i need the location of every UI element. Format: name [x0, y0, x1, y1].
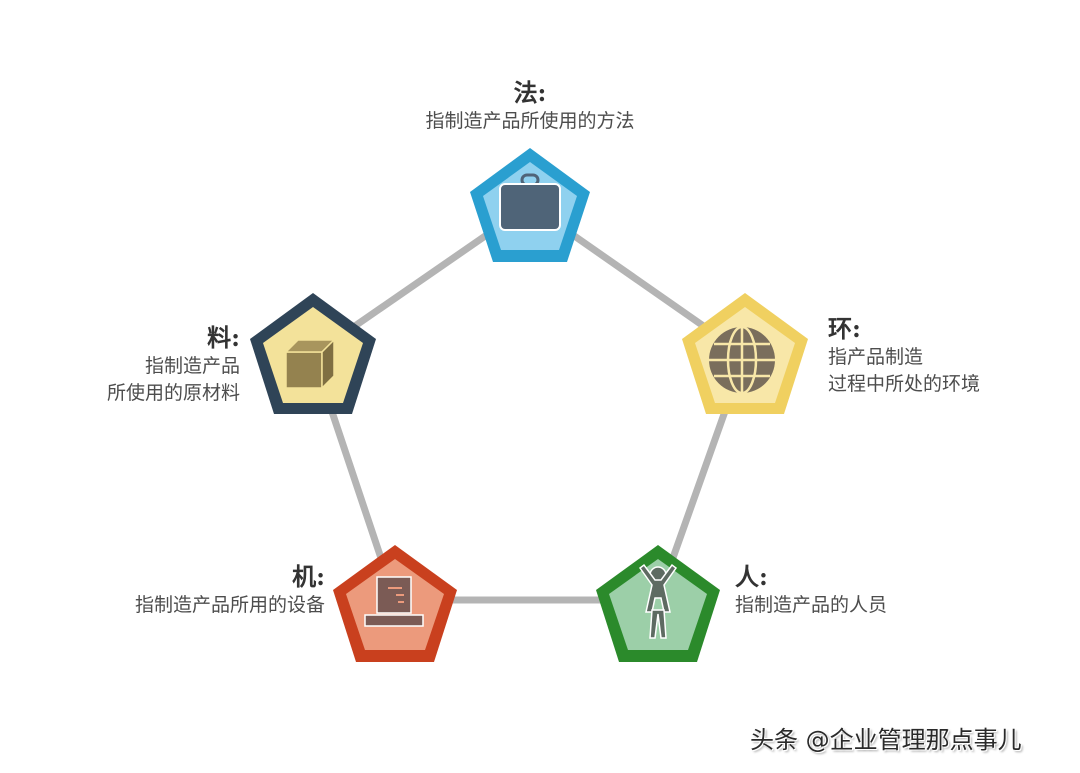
node-ren — [596, 545, 720, 662]
label-huan: 环: 指产品制造 过程中所处的环境 — [828, 314, 1068, 398]
label-huan-desc-1: 指产品制造 — [828, 346, 924, 368]
node-ji — [333, 545, 457, 662]
label-fa-title: 法: — [513, 78, 547, 107]
label-fa-desc: 指制造产品所使用的方法 — [425, 110, 635, 132]
box-icon — [284, 338, 336, 390]
label-ji-desc: 指制造产品所用的设备 — [134, 594, 325, 616]
label-huan-title: 环: — [828, 314, 861, 343]
label-ren-title: 人: — [735, 562, 768, 591]
label-ren: 人: 指制造产品的人员 — [735, 562, 995, 619]
globe-icon — [709, 325, 775, 395]
person-icon — [638, 563, 678, 639]
label-liao: 料: 指制造产品 所使用的原材料 — [20, 323, 240, 407]
connector-lines — [309, 201, 749, 604]
label-ren-desc: 指制造产品的人员 — [735, 594, 888, 616]
label-liao-desc-1: 指制造产品 — [144, 355, 240, 377]
label-liao-desc-2: 所使用的原材料 — [106, 382, 240, 404]
label-liao-title: 料: — [207, 323, 240, 352]
label-ji-title: 机: — [292, 562, 325, 591]
node-liao — [250, 293, 376, 414]
label-fa: 法: 指制造产品所使用的方法 — [380, 78, 680, 135]
label-huan-desc-2: 过程中所处的环境 — [828, 373, 981, 395]
watermark: 头条 @企业管理那点事儿 — [750, 726, 1022, 754]
node-fa — [470, 148, 590, 262]
label-ji: 机: 指制造产品所用的设备 — [40, 562, 325, 619]
node-huan — [682, 293, 808, 414]
computer-icon — [364, 576, 424, 627]
briefcase-icon — [499, 173, 561, 231]
